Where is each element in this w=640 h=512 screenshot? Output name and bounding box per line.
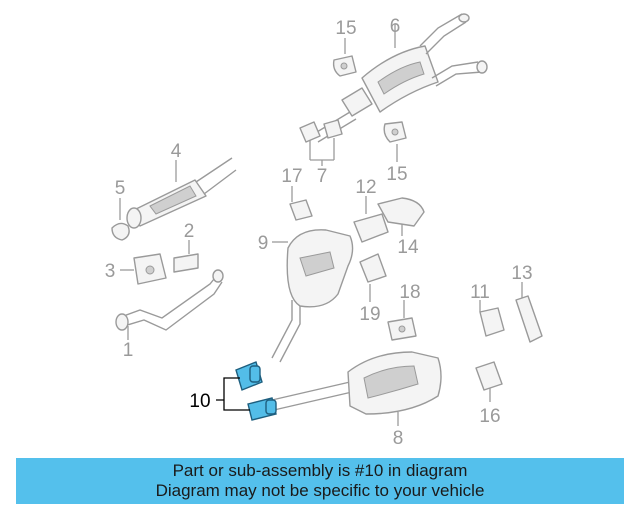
label-6: 6 [390,16,401,37]
bracket-2 [173,253,199,273]
label-4: 4 [171,141,182,162]
front-muffler-8 [271,351,442,415]
label-14: 14 [397,237,419,258]
label-10-highlighted: 10 [189,391,210,412]
label-2: 2 [184,221,195,242]
banner-line-part-info: Part or sub-assembly is #10 in diagram [172,461,468,480]
center-muffler-9 [271,229,354,363]
clamp-10-lower [247,397,277,421]
part-number-labels: 1 2 3 4 5 6 7 8 9 10 11 12 13 14 15 15 1… [105,16,533,449]
front-pipe-1 [115,269,224,331]
label-8: 8 [393,428,404,449]
bracket-13 [515,295,543,343]
label-19: 19 [359,304,380,325]
catalytic-converter-4 [126,157,237,229]
hanger-17 [289,199,313,221]
gasket-5 [111,222,130,241]
hanger-16 [475,361,503,391]
hanger-11 [479,307,505,337]
label-12: 12 [355,177,376,198]
label-17: 17 [281,166,302,187]
label-3: 3 [105,261,116,282]
heat-shield-3 [133,253,167,285]
clamps-7 [299,119,343,143]
info-banner: Part or sub-assembly is #10 in diagram D… [16,458,624,504]
label-5: 5 [115,178,126,199]
hanger-15-top [332,55,357,77]
clamp-10-upper [235,361,263,391]
label-7: 7 [317,166,328,187]
label-15-top: 15 [335,18,356,39]
bracket-19 [359,253,387,283]
hanger-15-middle [383,121,407,143]
banner-line-disclaimer: Diagram may not be specific to your vehi… [155,481,485,500]
label-11: 11 [470,282,490,303]
hanger-18 [387,317,417,341]
leader-lines [119,24,523,426]
hanger-12 [353,213,389,243]
heat-shield-14 [377,197,425,227]
label-9: 9 [258,233,269,254]
label-13: 13 [511,263,532,284]
label-16: 16 [479,406,500,427]
label-1: 1 [123,340,134,361]
label-18: 18 [399,282,420,303]
label-15-middle: 15 [386,164,407,185]
rear-muffler-assembly-6 [311,13,488,143]
